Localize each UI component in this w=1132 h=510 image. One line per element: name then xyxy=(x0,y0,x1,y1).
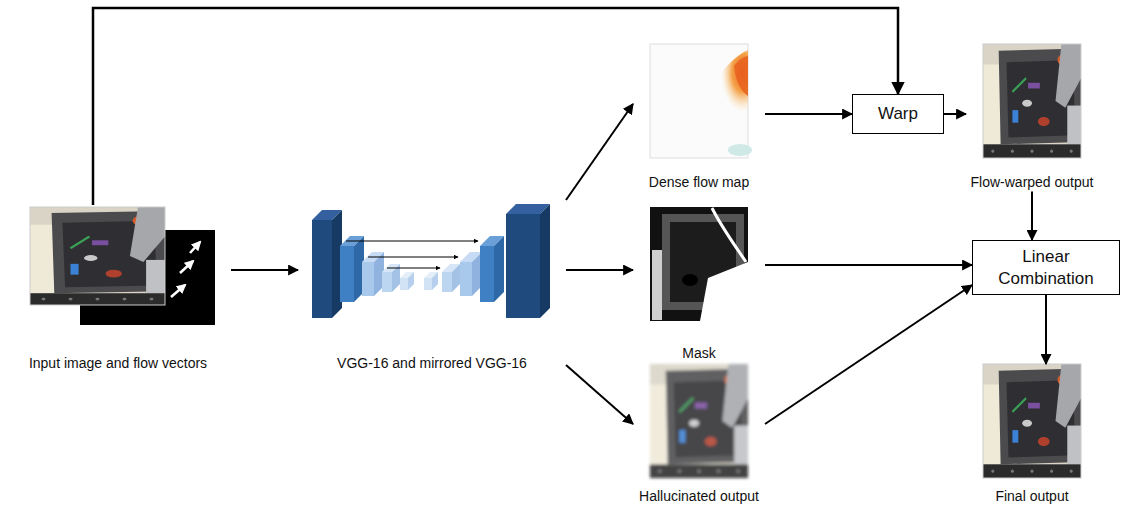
caption: Final output xyxy=(995,488,1068,506)
flow-arrow xyxy=(566,365,633,424)
image-slot xyxy=(966,44,1098,158)
process-box: Warp xyxy=(852,94,944,134)
flow-arrow xyxy=(1031,192,1033,241)
caption: Mask xyxy=(682,345,715,363)
network-illustration xyxy=(312,204,550,318)
image-slot xyxy=(966,364,1098,478)
flow-arrow xyxy=(566,104,633,200)
flow-map-illustration xyxy=(650,44,752,158)
hallucinated-illustration xyxy=(650,364,748,478)
flow-arrow xyxy=(566,269,633,271)
flow-arrow xyxy=(231,269,298,271)
image-slot xyxy=(5,205,231,327)
image-slot xyxy=(633,364,765,478)
box-label: Warp xyxy=(878,103,918,124)
input-illustration xyxy=(30,207,215,325)
caption: Dense flow map xyxy=(649,174,749,192)
flow-arrow xyxy=(765,264,972,266)
caption: VGG-16 and mirrored VGG-16 xyxy=(337,355,527,373)
image-slot xyxy=(298,200,566,325)
flow-warped-illustration xyxy=(983,44,1081,158)
image-panel: Hallucinated output xyxy=(633,364,765,506)
final-illustration xyxy=(983,364,1081,478)
image-slot xyxy=(633,44,765,158)
flow-arrow xyxy=(765,113,852,115)
image-panel: Mask xyxy=(633,207,765,363)
box-label: Linear Combination xyxy=(979,246,1113,289)
process-box: Linear Combination xyxy=(972,240,1120,295)
flow-arrow xyxy=(765,285,972,424)
mask-illustration xyxy=(650,207,748,321)
image-panel: Final output xyxy=(966,364,1098,506)
caption: Input image and flow vectors xyxy=(29,355,207,373)
flow-arrow xyxy=(1045,295,1047,364)
caption: Hallucinated output xyxy=(639,488,759,506)
image-panel: VGG-16 and mirrored VGG-16 xyxy=(298,200,566,373)
flow-arrow xyxy=(93,8,898,205)
image-slot xyxy=(633,207,765,321)
image-panel: Dense flow map xyxy=(633,44,765,192)
image-panel: Input image and flow vectors xyxy=(5,205,231,373)
caption: Flow-warped output xyxy=(971,174,1094,192)
flow-arrow xyxy=(944,113,966,115)
image-panel: Flow-warped output xyxy=(966,44,1098,192)
